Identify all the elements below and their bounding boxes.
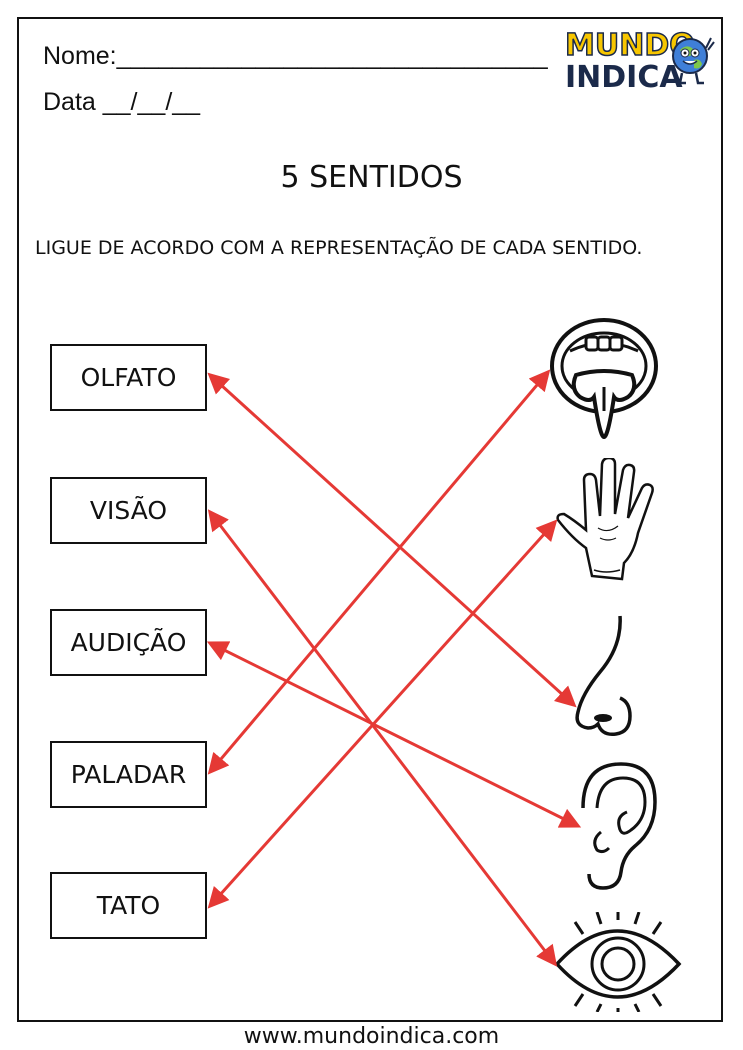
footer-url: www.mundoindica.com [243,1024,500,1049]
mouth-tongue-icon [550,318,658,439]
word-box-visao: VISÃO [50,477,207,544]
word-box-audicao: AUDIÇÃO [50,609,207,676]
ear-icon [581,762,657,890]
nose-icon [575,615,632,737]
word-box-paladar: PALADAR [50,741,207,808]
globe-mascot-icon [672,37,715,85]
logo: MUNDO INDICA [560,27,725,98]
name-field: Nome:_______________________________ [43,42,548,70]
arrow-paladar-mouth [207,369,551,775]
eye-icon [554,912,682,1012]
page-frame [17,17,723,1022]
instruction-text: LIGUE DE ACORDO COM A REPRESENTAÇÃO DE C… [35,237,643,259]
arrow-olfato-nose [207,372,577,708]
logo-word-2: INDICA [565,60,683,95]
word-box-tato: TATO [50,872,207,939]
arrow-tato-hand [207,519,558,909]
date-field: Data __/__/__ [43,88,201,116]
arrow-audicao-ear [206,641,582,828]
worksheet-title: 5 SENTIDOS [280,160,463,195]
word-box-olfato: OLFATO [50,344,207,411]
